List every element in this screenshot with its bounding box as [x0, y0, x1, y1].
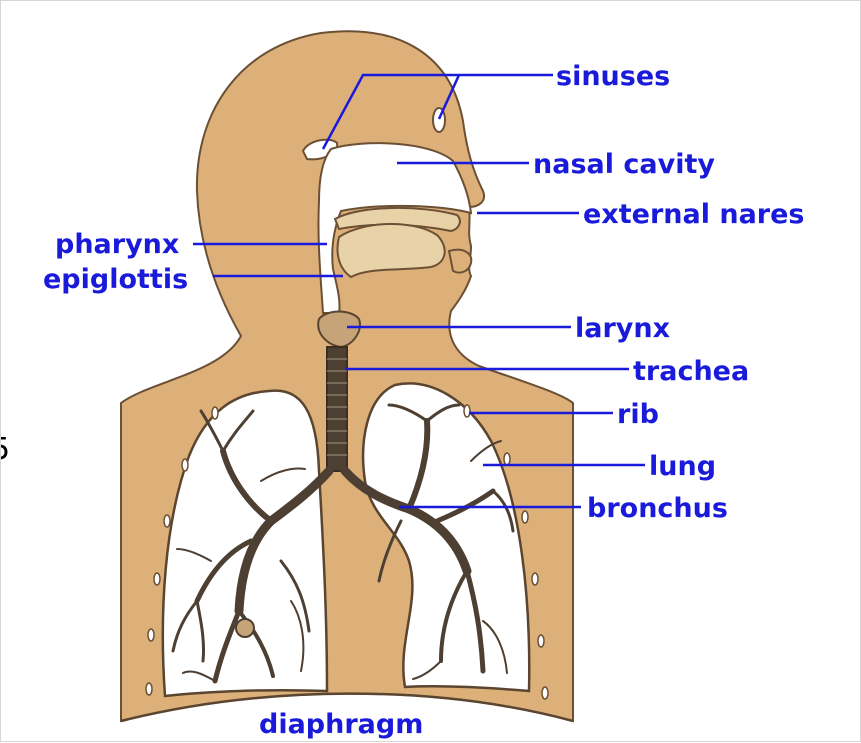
label-diaphragm: diaphragm	[259, 709, 423, 740]
label-trachea: trachea	[633, 356, 749, 387]
trachea-tube	[327, 347, 347, 471]
label-pharynx: pharynx	[55, 229, 179, 260]
lips	[449, 250, 471, 273]
lung-nodule	[236, 619, 254, 637]
label-bronchus: bronchus	[587, 493, 728, 524]
label-rib: rib	[617, 399, 659, 430]
label-lung: lung	[649, 451, 716, 482]
label-nasal-cavity: nasal cavity	[533, 149, 715, 180]
label-larynx: larynx	[575, 313, 670, 344]
edge-mark: 5	[1, 432, 10, 467]
label-sinuses: sinuses	[556, 61, 670, 92]
label-external-nares: external nares	[583, 199, 805, 230]
label-epiglottis: epiglottis	[43, 264, 188, 295]
